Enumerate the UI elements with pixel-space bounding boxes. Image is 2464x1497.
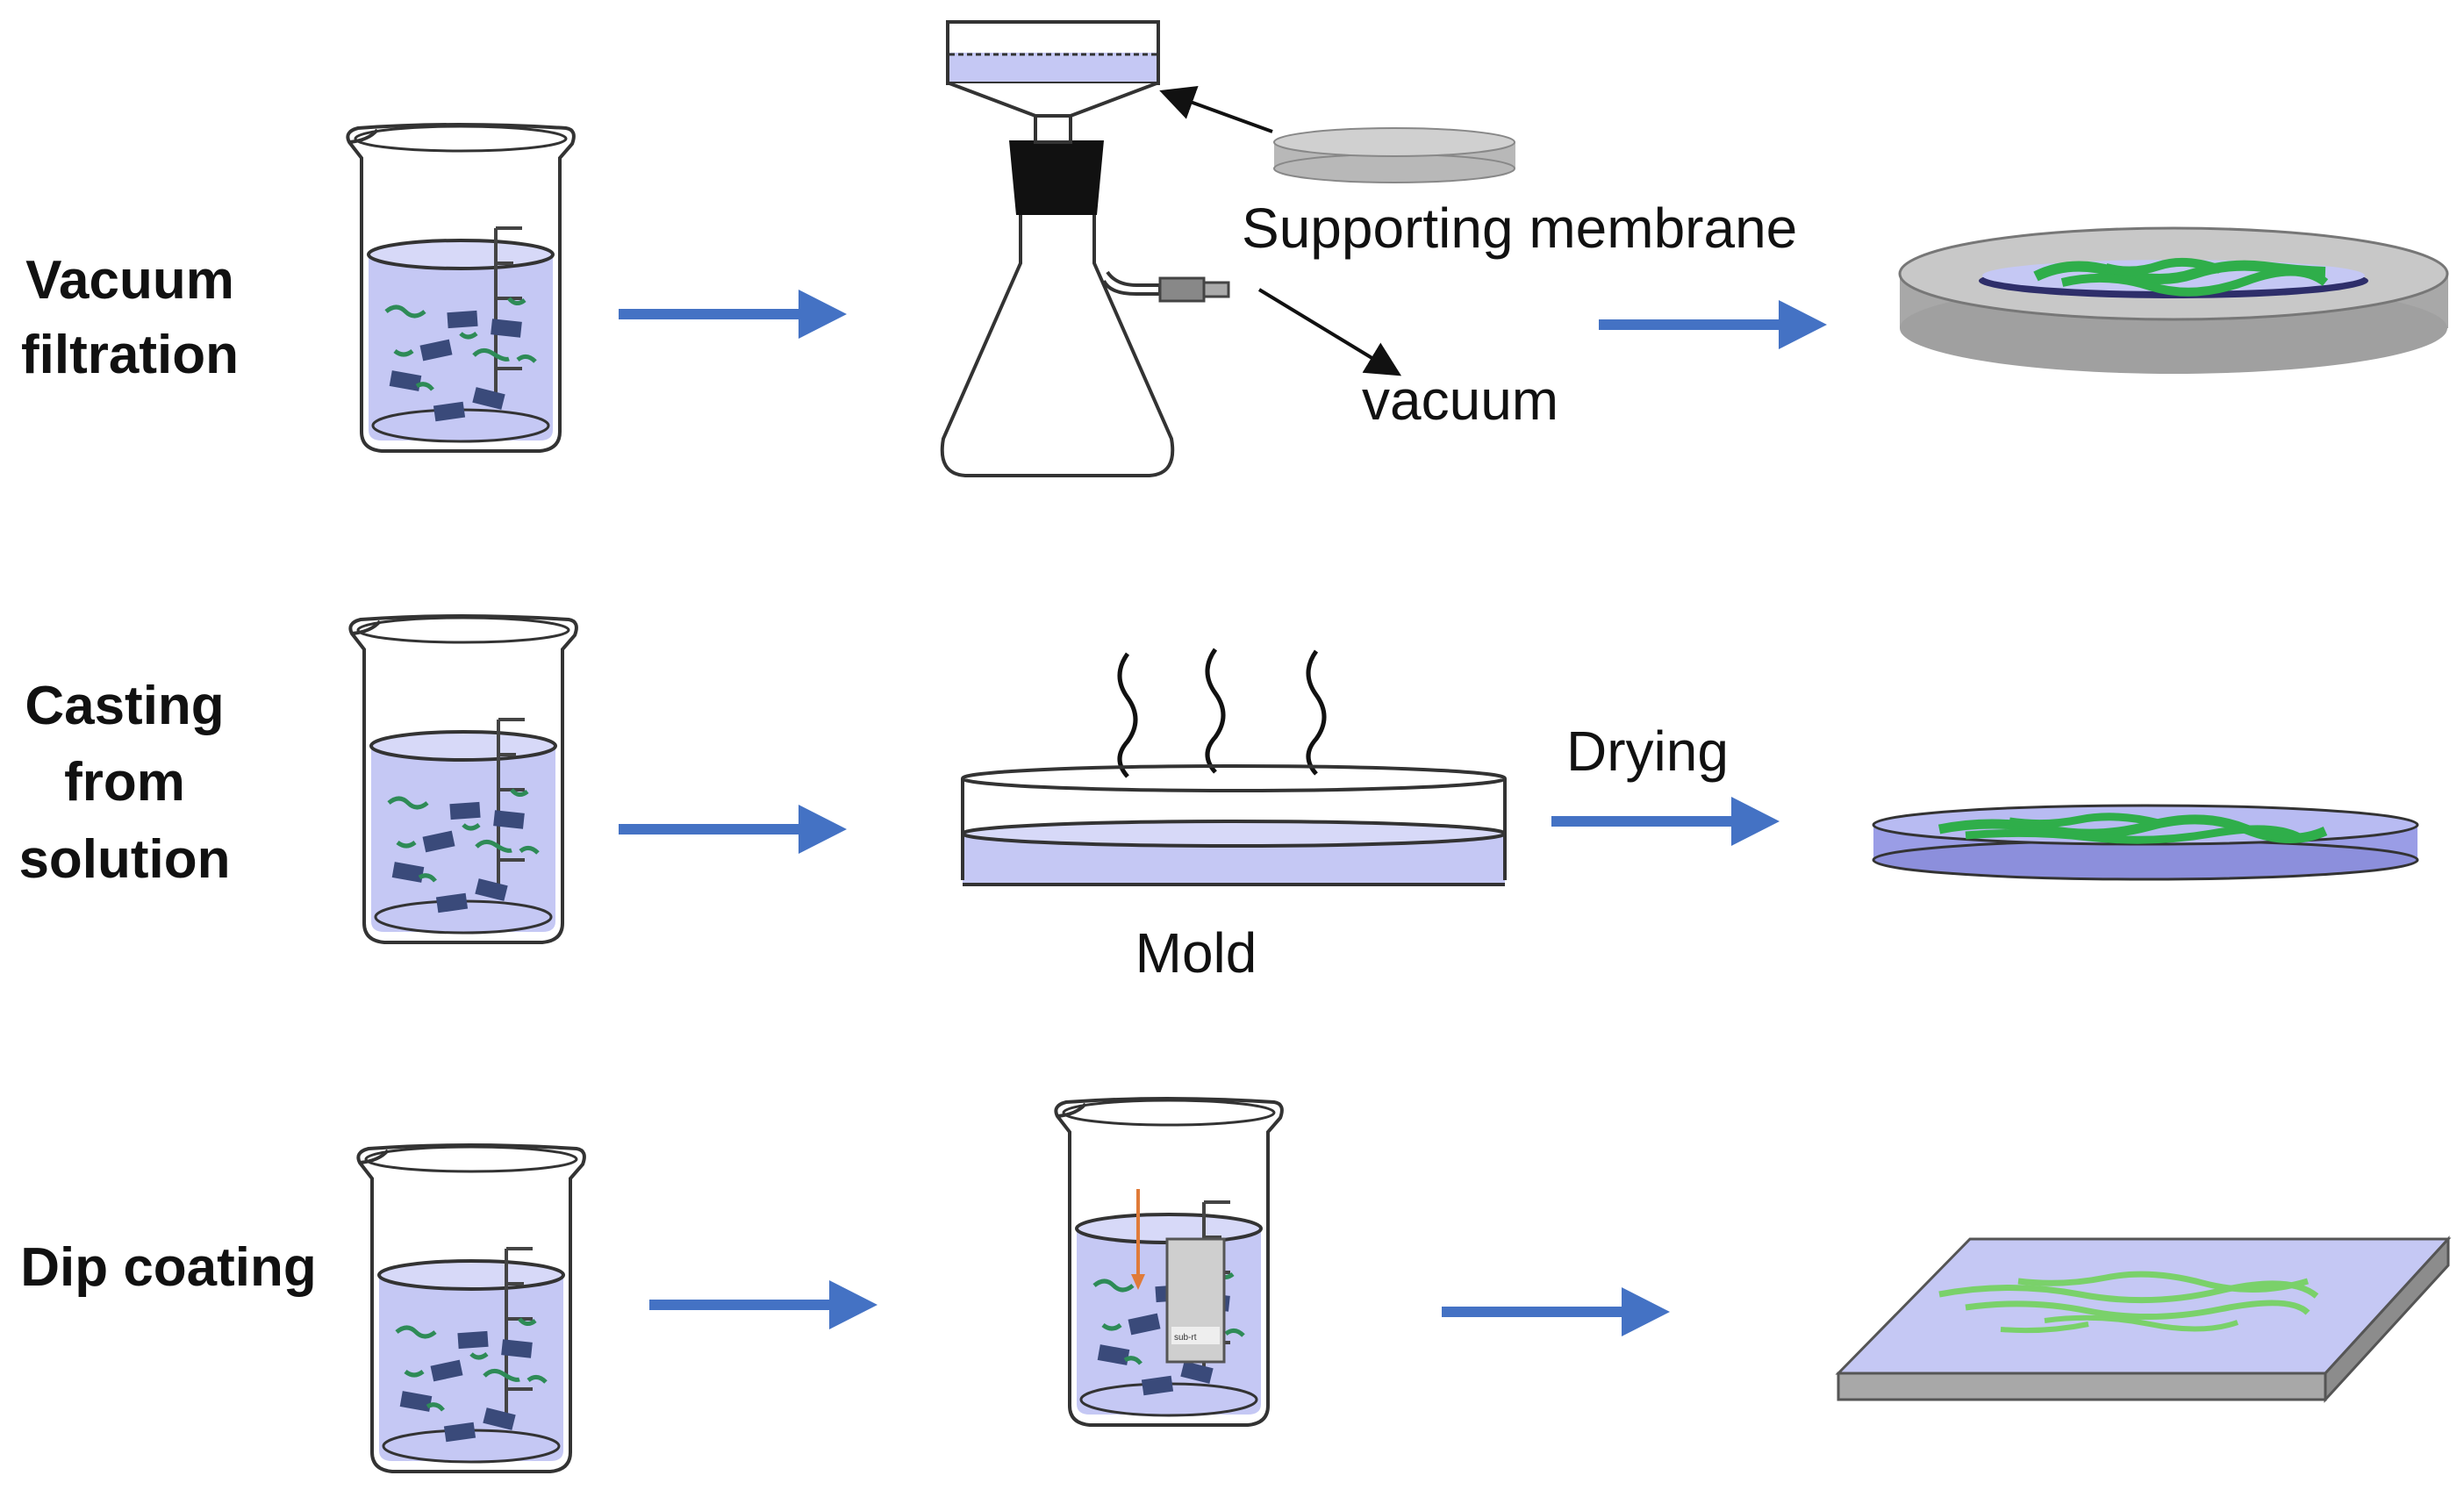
method-label-casting-3: solution: [18, 829, 230, 890]
method-label-casting-1: Casting: [25, 676, 224, 736]
vacuum-label: vacuum: [1362, 369, 1558, 432]
cast-film-result: [1872, 804, 2419, 881]
supporting-membrane-label: Supporting membrane: [1242, 197, 1797, 260]
beaker-dispersion-row1: [347, 125, 574, 451]
method-label-dip-coating: Dip coating: [20, 1237, 317, 1298]
coated-substrate-result: [1835, 1236, 2452, 1403]
method-label-casting-2: from: [64, 752, 185, 813]
membrane-pointer-arrow: [1159, 86, 1273, 133]
drying-label: Drying: [1566, 720, 1729, 783]
steam-icon: [1117, 652, 1138, 778]
substrate-tiny-label: sub-rt: [1174, 1333, 1197, 1343]
mold-label: Mold: [1135, 921, 1257, 985]
vacuum-pointer-arrow: [1257, 288, 1402, 376]
filtered-film-on-membrane: [1898, 226, 2449, 374]
process-arrow-row3-a: [649, 1280, 877, 1329]
dip-substrate-slide: sub-rt: [1165, 1237, 1226, 1364]
supporting-membrane-disc: [1273, 127, 1515, 183]
dip-direction-arrowhead-icon: [1131, 1274, 1145, 1290]
beaker-dispersion-row2: [350, 616, 577, 942]
vacuum-filtration-flask: [940, 20, 1230, 477]
process-arrow-row1-b: [1599, 300, 1827, 349]
process-arrow-row1-a: [619, 290, 847, 339]
process-arrow-row2-a: [619, 805, 847, 854]
steam-icon: [1205, 648, 1226, 774]
method-label-vacuum-1: Vacuum: [25, 250, 234, 311]
process-arrow-row2-b: [1551, 797, 1780, 846]
casting-mold-dish: [961, 764, 1507, 886]
beaker-dispersion-row3: [358, 1145, 584, 1472]
steam-icon: [1306, 649, 1327, 776]
process-arrow-row3-b: [1442, 1287, 1670, 1336]
method-label-vacuum-2: filtration: [21, 325, 239, 385]
